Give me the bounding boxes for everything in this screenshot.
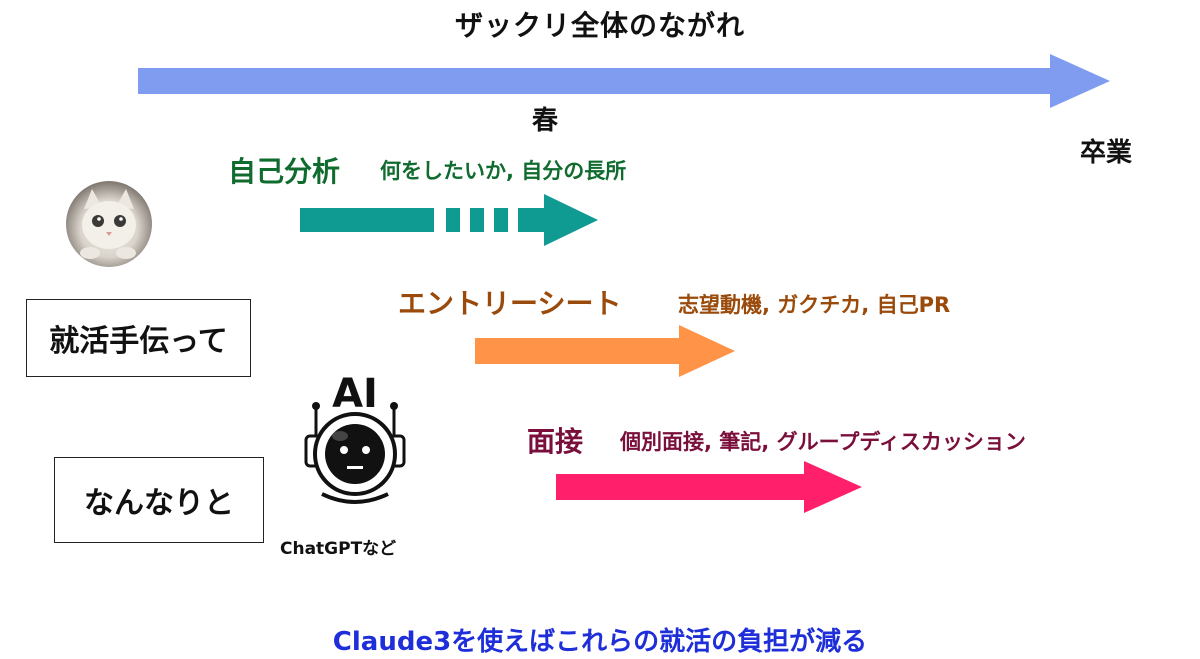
cat-avatar-icon xyxy=(66,181,152,267)
solid-arrow-icon xyxy=(475,325,735,377)
ai-caption: ChatGPTなど xyxy=(280,539,397,559)
stage-title-self-analysis: 自己分析 xyxy=(228,155,341,188)
at-your-service-box: なんなりと xyxy=(54,457,264,543)
timeline-start-label: 春 xyxy=(532,106,559,136)
stage-title-entry-sheet: エントリーシート xyxy=(398,287,622,320)
astronaut-robot-icon xyxy=(304,402,406,504)
page-title: ザックリ全体のながれ xyxy=(454,9,745,42)
stage-desc-self-analysis: 何をしたいか, 自分の長所 xyxy=(380,159,627,183)
bottom-message: Claude3を使えばこれらの就活の負担が減る xyxy=(332,627,868,657)
timeline-arrow-icon xyxy=(138,54,1110,108)
stage-desc-interview: 個別面接, 筆記, グループディスカッション xyxy=(620,430,1026,454)
ai-label: AI xyxy=(332,371,378,417)
solid-arrow-icon xyxy=(556,461,862,513)
dashed-arrow-icon xyxy=(300,194,598,246)
stage-desc-entry-sheet: 志望動機, ガクチカ, 自己PR xyxy=(678,293,951,317)
help-job-hunting-box: 就活手伝って xyxy=(26,299,251,377)
timeline-end-label: 卒業 xyxy=(1080,138,1133,168)
stage-title-interview: 面接 xyxy=(527,425,584,458)
